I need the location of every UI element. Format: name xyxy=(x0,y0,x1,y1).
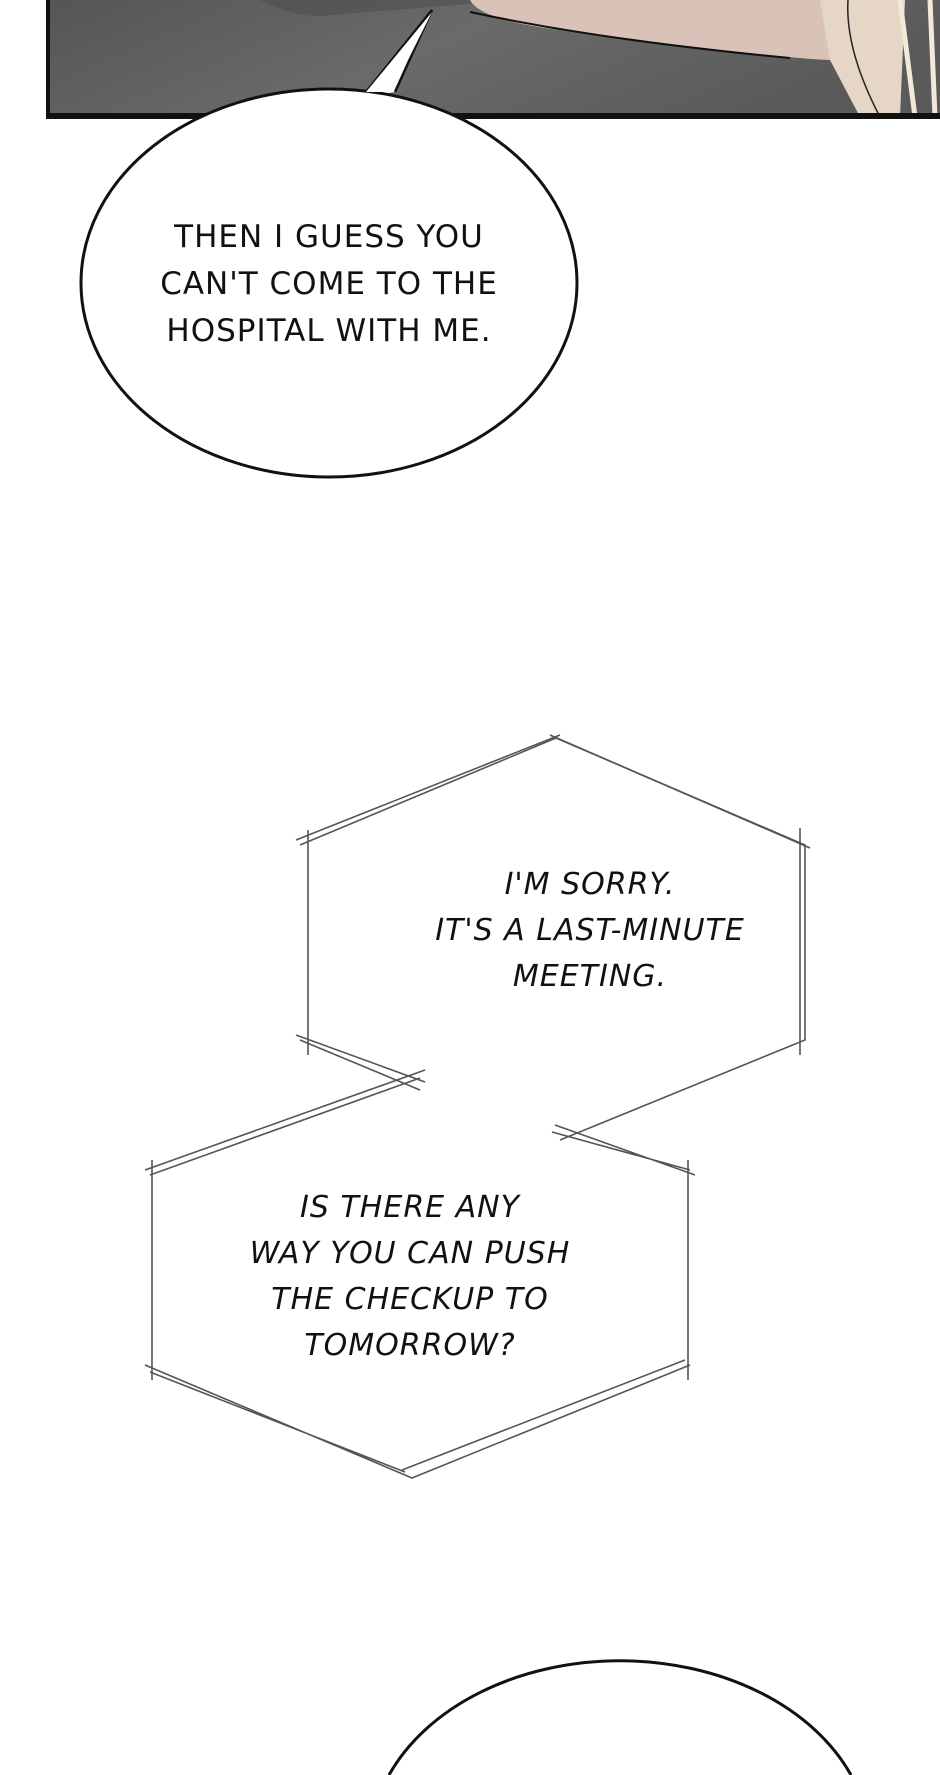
text-line: CAN'T COME TO THE xyxy=(160,266,498,302)
text-line: TOMORROW? xyxy=(304,1328,516,1363)
text-line: THE CHECKUP TO xyxy=(271,1282,549,1317)
speech-bubble-2-partial xyxy=(387,1659,853,1775)
text-line: HOSPITAL WITH ME. xyxy=(166,313,492,349)
text-line: THEN I GUESS YOU xyxy=(174,219,484,255)
text-line: IS THERE ANY xyxy=(300,1190,520,1225)
speech-bubble-1-text: THEN I GUESS YOU CAN'T COME TO THE HOSPI… xyxy=(160,214,498,355)
text-line: I'M SORRY. xyxy=(504,867,676,902)
thought-bubble-1-text: I'M SORRY. IT'S A LAST-MINUTE MEETING. xyxy=(435,862,745,1000)
text-line: WAY YOU CAN PUSH xyxy=(249,1236,571,1271)
speech-bubble-1 xyxy=(79,9,579,479)
thought-bubble-2-text: IS THERE ANY WAY YOU CAN PUSH THE CHECKU… xyxy=(250,1185,571,1369)
thought-bubbles xyxy=(144,734,811,1479)
text-line: IT'S A LAST-MINUTE xyxy=(435,913,745,948)
text-line: MEETING. xyxy=(512,959,668,994)
top-panel xyxy=(46,0,940,119)
